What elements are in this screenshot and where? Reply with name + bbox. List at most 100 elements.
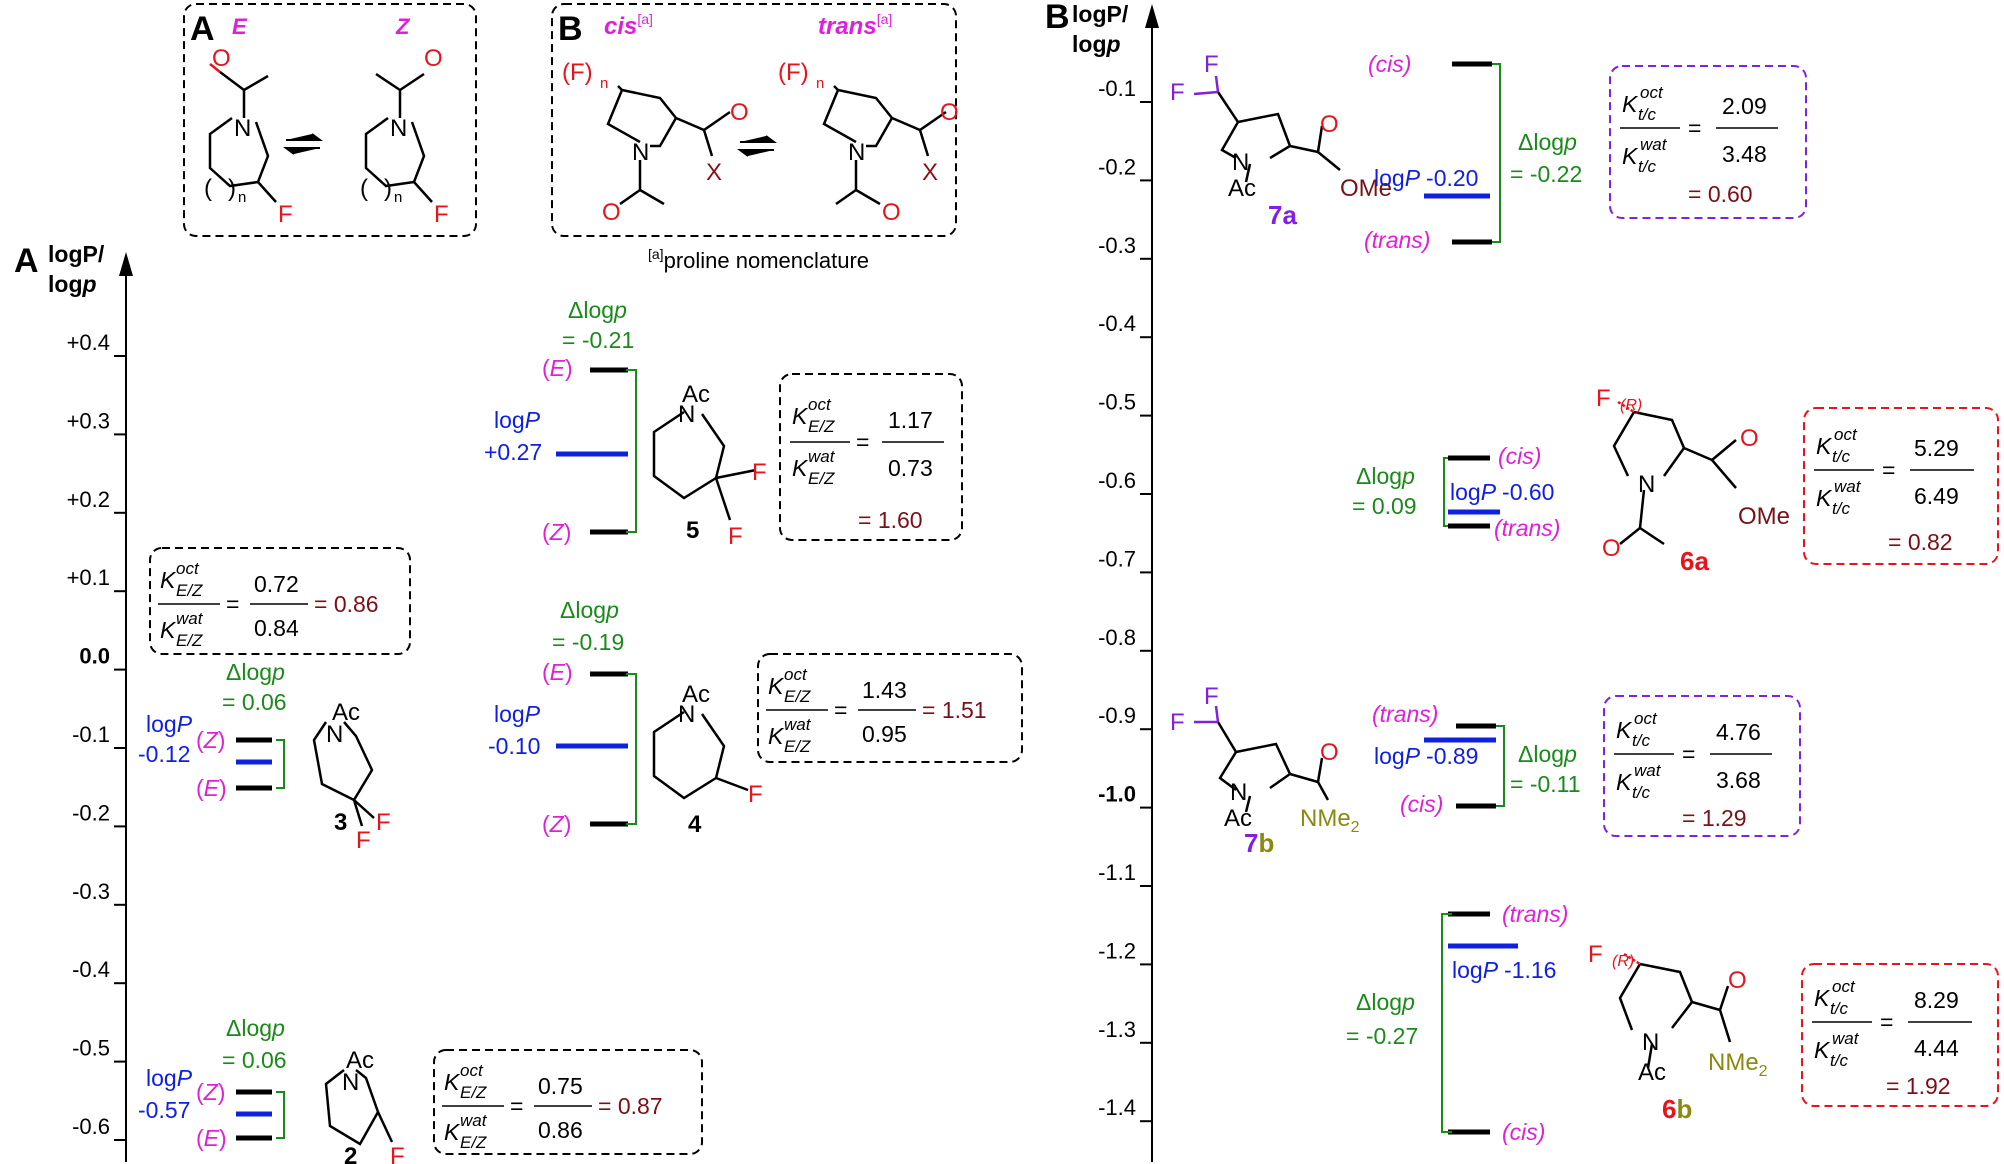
inset-b-cis-n-sub: n [600,75,608,92]
compound-3-logp-label: logP [146,711,193,737]
svg-text:K: K [1616,717,1633,743]
compound-7b-dlogp-label: Δlogp [1518,741,1577,767]
compound-7a-structure [1216,91,1341,183]
inset-a-z-oxygen: O [424,45,443,72]
svg-text:K: K [1622,143,1639,169]
inset-a-e-structure [208,71,270,188]
svg-text:(R): (R) [1620,397,1642,414]
compound-7a-dlogp-value: = -0.22 [1510,161,1582,187]
compound-5-k-numerator: 1.17 [888,407,933,433]
svg-text:N: N [326,721,343,748]
svg-text:K: K [160,567,177,593]
compound-2-k-denominator: 0.86 [538,1117,583,1143]
compound-5-logp-label: logP [494,407,541,433]
compound-7a-k-formula: K oct t/c K wat t/c = 2.09 3.48 = 0.60 [1620,83,1778,207]
compound-5-delta-bracket [626,369,637,533]
right-axis-tick-label: -1.2 [1098,938,1136,963]
compound-7b-delta-bracket [1496,725,1505,807]
compound-2-dlogp-label: Δlogp [226,1015,285,1041]
compound-5-k-formula: K oct E/Z K wat E/Z = 1.17 0.73 = 1.60 [790,395,944,533]
compound-7a-group: F F N Ac O OMe 7a (cis) (trans) logP-0.2… [1170,51,1807,253]
svg-text:N: N [1642,1029,1659,1056]
right-axis-tick-label: -0.6 [1098,468,1136,493]
right-axis-tick-label: -0.8 [1098,625,1136,650]
compound-5-e-label: (E) [542,355,573,381]
compound-6a-logp: logP-0.60 [1450,479,1554,505]
compound-7a-k-box [1609,65,1807,219]
inset-a-z-fluorine: F [434,201,449,228]
compound-4-logp-value: -0.10 [488,733,540,759]
svg-text:wat: wat [176,609,204,628]
right-axis-tick-label: -0.7 [1098,546,1136,571]
svg-text:O: O [1320,111,1339,138]
compound-6a-group: Δlogp = 0.09 (cis) logP-0.60 (trans) F (… [1352,385,1999,576]
svg-text:F: F [390,1143,405,1164]
compound-6b-k-result: = 1.92 [1886,1073,1951,1099]
compound-7a-label: 7a [1268,200,1297,230]
panel-a-label: A [14,242,39,280]
svg-text:K: K [444,1119,461,1145]
svg-text:Ac: Ac [682,681,710,708]
compound-4-group: Δlogp = -0.19 (E) (Z) logP -0.10 Ac N F … [488,597,1023,838]
svg-text:t/c: t/c [1832,499,1850,518]
compound-4-structure [652,710,749,800]
inset-b-trans-oxygen-ac: O [882,199,901,226]
svg-text:F: F [1170,709,1185,736]
inset-b-cis-oxygen-ac: O [602,199,621,226]
svg-text:t/c: t/c [1638,157,1656,176]
compound-7a-k-denominator: 3.48 [1722,141,1767,167]
right-axis-ticks: -0.1-0.2-0.3-0.4-0.5-0.6-0.7-0.8-0.9-1.0… [1098,76,1152,1123]
inset-a-e-label: E [232,14,248,39]
svg-text:t/c: t/c [1830,1051,1848,1070]
right-axis-tick-label: -1.3 [1098,1017,1136,1042]
compound-7b-trans-label: (trans) [1372,701,1438,727]
right-axis-tick-label: -0.3 [1098,233,1136,258]
svg-text:F: F [1204,51,1219,78]
compound-2-delta-bracket [276,1091,285,1139]
svg-text:oct: oct [1640,83,1664,102]
svg-text:oct: oct [808,395,832,414]
right-axis-title-1: logP/ [1072,1,1129,27]
compound-3-z-label: (Z) [196,727,225,753]
svg-text:K: K [1816,433,1833,459]
compound-4-k-numerator: 1.43 [862,677,907,703]
compound-7a-logp: logP-0.20 [1374,165,1478,191]
compound-3-group: K oct E/Z K wat E/Z = 0.72 0.84 = 0.86 Δ… [138,547,411,854]
compound-5-dlogp-value: = -0.21 [562,327,634,353]
svg-text:F: F [748,781,763,808]
svg-text:=: = [1882,457,1895,483]
compound-3-structure [312,721,375,827]
compound-4-e-label: (E) [542,659,573,685]
panel-b-label: B [1045,0,1070,36]
inset-b-cis-oxygen: O [730,99,749,126]
svg-text:F: F [1596,385,1611,412]
svg-text:K: K [1616,769,1633,795]
compound-7b-k-denominator: 3.68 [1716,767,1761,793]
svg-text:N: N [1638,471,1655,498]
right-axis-tick-label: -1.0 [1098,782,1136,807]
compound-6a-k-numerator: 5.29 [1914,435,1959,461]
svg-text:F: F [752,459,767,486]
compound-7a-delta-bracket [1492,63,1501,243]
compound-7a-cis-label: (cis) [1368,51,1411,77]
compound-6a-dlogp-value: = 0.09 [1352,493,1417,519]
svg-text:=: = [1688,115,1701,141]
compound-6a-k-formula: K oct t/c K wat t/c = 5.29 6.49 = 0.82 [1814,425,1974,555]
svg-text:OMe: OMe [1340,175,1392,202]
svg-text:Ac: Ac [682,381,710,408]
svg-text:=: = [510,1093,523,1119]
inset-a-e-oxygen: O [212,45,231,72]
inset-b-trans-nitrogen: N [848,139,865,166]
right-axis-arrowhead [1145,4,1159,28]
svg-text:oct: oct [1832,977,1856,996]
compound-7b-k-box [1603,695,1801,837]
svg-text:F: F [376,809,391,836]
svg-text:oct: oct [1834,425,1858,444]
compound-6a-cis-label: (cis) [1498,443,1541,469]
svg-text:Ac: Ac [1228,175,1256,202]
left-axis: A logP/ logp +0.4+0.3+0.2+0.10.0-0.1-0.2… [14,241,133,1162]
inset-b-cis-fn: (F) [562,59,593,86]
compound-2-k-box [433,1049,703,1155]
compound-6b-k-denominator: 4.44 [1914,1035,1959,1061]
